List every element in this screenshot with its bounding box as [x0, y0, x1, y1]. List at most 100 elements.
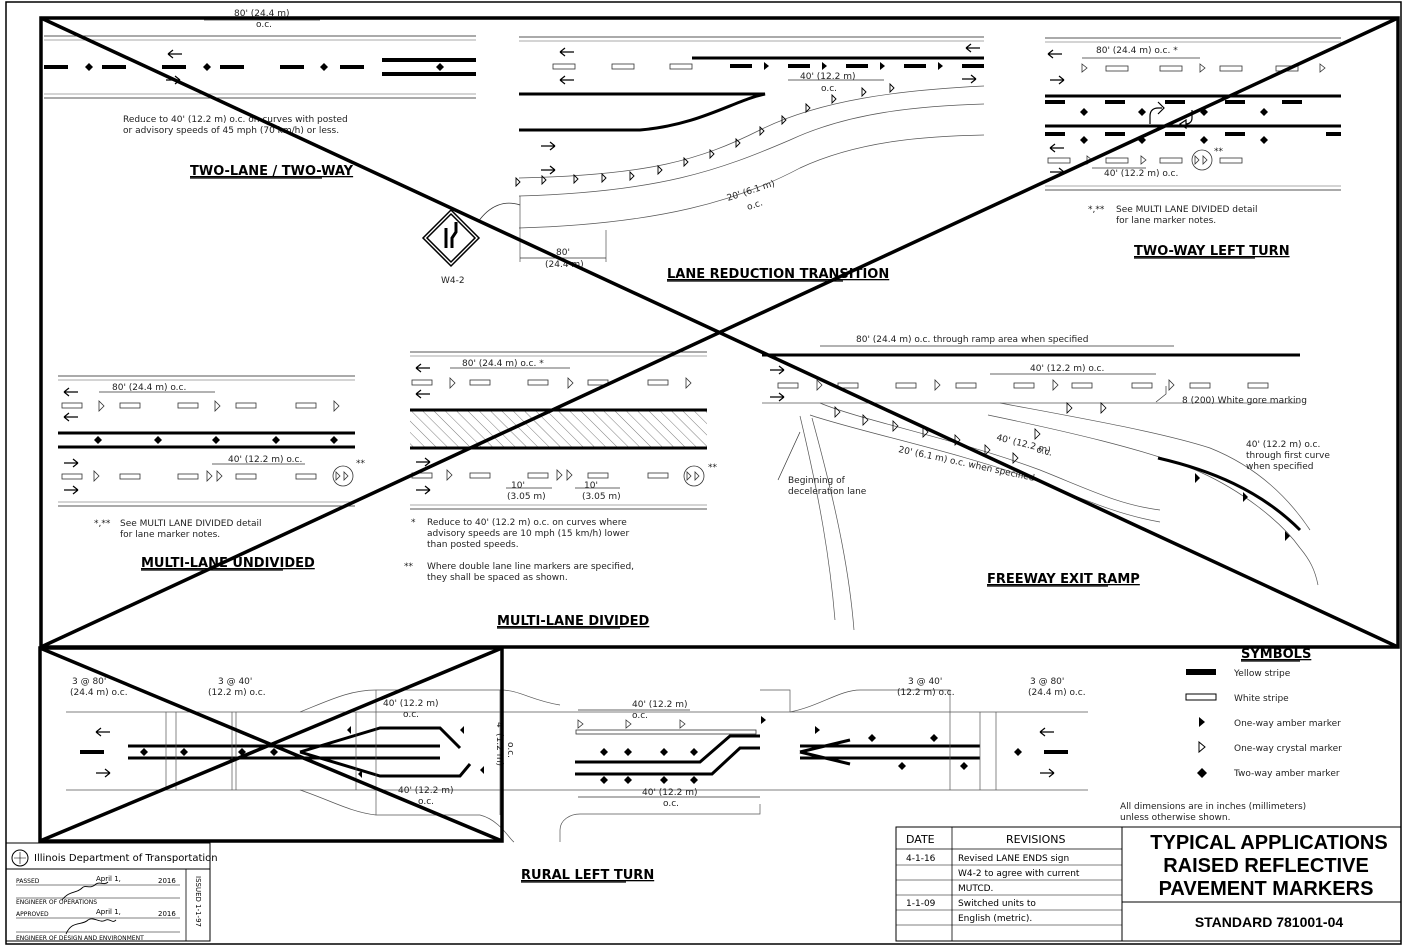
dim-label: (24.4 m) o.c. — [70, 688, 128, 698]
curve-note: 40' (12.2 m) o.c. — [1246, 440, 1320, 450]
dim-label: o.c. — [632, 711, 648, 721]
curve-note: when specified — [1246, 462, 1313, 472]
void-cross-bottom — [38, 646, 504, 843]
rev-date: 1-1-09 — [906, 899, 936, 909]
main-title-line: PAVEMENT MARKERS — [1159, 878, 1374, 900]
void-cross-top — [39, 16, 1400, 649]
eng-ops-label: ENGINEER OF OPERATIONS — [16, 899, 97, 906]
note-line: See MULTI LANE DIVIDED detail — [120, 519, 262, 529]
note-line: than posted speeds. — [427, 540, 519, 550]
curve-note: through first curve — [1246, 451, 1330, 461]
main-title-line: RAISED REFLECTIVE — [1163, 855, 1369, 877]
stars-label: ** — [1214, 147, 1224, 157]
dimensions-note: unless otherwise shown. — [1120, 813, 1230, 823]
dim-10m-label: (3.05 m) — [582, 492, 621, 502]
signature-icon — [61, 881, 109, 901]
dim-oc-label: o.c. — [821, 84, 837, 94]
one-way-amber-marker-icon — [1199, 717, 1205, 727]
approved-label: APPROVED — [16, 911, 49, 918]
passed-date: April 1, — [96, 875, 121, 883]
dim-label: 3 @ 80' — [72, 677, 106, 687]
section-title: TWO-WAY LEFT TURN — [1134, 244, 1290, 259]
passed-year: 2016 — [158, 877, 176, 885]
symbols-legend: SYMBOLS Yellow stripe White stripe One-w… — [1185, 647, 1342, 779]
dim-80-label: 80' — [556, 248, 570, 258]
note-line: they shall be spaced as shown. — [427, 573, 568, 583]
dim-80-label: 80' (24.4 m) o.c. * — [462, 359, 544, 369]
dim-label: o.c. — [418, 797, 434, 807]
lane-reduction-detail: 40' (12.2 m) o.c. 20' (6.1 m) o.c. 80' (… — [421, 36, 985, 286]
section-title: MULTI-LANE UNDIVIDED — [141, 556, 315, 571]
dim-20-label: 20' (6.1 m) — [726, 179, 776, 204]
dim-label: 40' (12.2 m) — [632, 700, 687, 710]
dim-oc-label: o.c. — [1035, 445, 1053, 459]
dim-label: 40' (12.2 m) — [398, 786, 453, 796]
dim-label: 4' (1.2 m) — [494, 722, 504, 766]
date-header: DATE — [906, 833, 935, 846]
rev-text: MUTCD. — [958, 884, 993, 894]
dim-80-label: 80' (24.4 m) o.c. * — [1096, 46, 1178, 56]
dim-20-label: 20' (6.1 m) o.c. when specified — [897, 445, 1035, 484]
one-way-crystal-marker-icon — [1198, 740, 1206, 754]
approved-date: April 1, — [96, 908, 121, 916]
idot-seal-icon — [11, 849, 29, 867]
dim-label: 3 @ 80' — [1030, 677, 1064, 687]
dim-40-label: 40' (12.2 m) — [800, 72, 855, 82]
two-lane-two-way-detail: 80' (24.4 m) o.c. Reduce to 40' (12.2 m)… — [44, 9, 476, 179]
agency-title-block: Illinois Department of Transportation PA… — [5, 842, 218, 942]
legend-item: White stripe — [1234, 694, 1289, 704]
dim-10-label: 10' — [511, 481, 525, 491]
dim-label: o.c. — [403, 710, 419, 720]
approved-year: 2016 — [158, 910, 176, 918]
decel-label: deceleration lane — [788, 487, 867, 497]
stars-label: ** — [708, 463, 718, 473]
section-title: RURAL LEFT TURN — [521, 868, 654, 883]
legend-title: SYMBOLS — [1241, 647, 1311, 662]
dim-40-label: 40' (12.2 m) o.c. — [1030, 364, 1104, 374]
issued-label: ISSUED 1-1-97 — [194, 876, 202, 927]
dim-oc-label: o.c. — [256, 20, 272, 30]
dim-80-label: 80' (24.4 m) — [234, 9, 289, 19]
dim-80m-label: (24.4 m) — [545, 260, 584, 270]
dim-label: o.c. — [663, 799, 679, 809]
multi-lane-divided-detail: 80' (24.4 m) o.c. * 10' (3.05 m) 10' (3.… — [404, 351, 718, 629]
dim-40-label: 40' (12.2 m) o.c. — [1104, 169, 1178, 179]
dim-label: (12.2 m) o.c. — [208, 688, 266, 698]
legend-item: Yellow stripe — [1233, 669, 1291, 679]
dimensions-note: All dimensions are in inches (millimeter… — [1120, 802, 1306, 812]
dim-40-label: 40' (12.2 m) o.c. — [228, 455, 302, 465]
rev-text: Revised LANE ENDS sign — [958, 854, 1069, 864]
note-mark: *,** — [1088, 205, 1105, 215]
standard-number: STANDARD 781001-04 — [1195, 914, 1344, 930]
yellow-stripe-icon — [1186, 669, 1216, 675]
dim-oc-label: o.c. — [746, 198, 764, 212]
revisions-header: REVISIONS — [1006, 833, 1065, 846]
sign-label: W4-2 — [441, 276, 465, 286]
sheet-border — [5, 1, 1402, 945]
dim-label: 40' (12.2 m) — [383, 699, 438, 709]
passed-label: PASSED — [16, 878, 40, 885]
dim-label: 3 @ 40' — [908, 677, 942, 687]
rev-text: Switched units to — [958, 899, 1036, 909]
note-mark: *,** — [94, 519, 111, 529]
note-line: or advisory speeds of 45 mph (70 km/h) o… — [123, 126, 339, 136]
decel-label: Beginning of — [788, 476, 846, 486]
note-line: See MULTI LANE DIVIDED detail — [1116, 205, 1258, 215]
legend-item: Two-way amber marker — [1233, 769, 1340, 779]
dim-label: 3 @ 40' — [218, 677, 252, 687]
note-mark: ** — [404, 562, 414, 572]
main-title-block: TYPICAL APPLICATIONS RAISED REFLECTIVE P… — [1121, 826, 1402, 942]
rural-left-turn-detail: 3 @ 80' (24.4 m) o.c. 3 @ 40' (12.2 m) o… — [66, 677, 1088, 883]
section-title: FREEWAY EXIT RAMP — [987, 572, 1140, 587]
note-line: advisory speeds are 10 mph (15 km/h) low… — [427, 529, 629, 539]
main-title-line: TYPICAL APPLICATIONS — [1150, 832, 1387, 854]
note-line: Reduce to 40' (12.2 m) o.c. on curves wh… — [427, 518, 627, 528]
dim-label: (24.4 m) o.c. — [1028, 688, 1086, 698]
note-mark: * — [411, 518, 416, 528]
section-title: MULTI-LANE DIVIDED — [497, 614, 650, 629]
multi-lane-undivided-detail: 80' (24.4 m) o.c. 40' (12.2 m) o.c. ** *… — [58, 375, 366, 571]
legend-item: One-way crystal marker — [1234, 744, 1342, 754]
note-line: for lane marker notes. — [1116, 216, 1216, 226]
dim-label: 40' (12.2 m) — [642, 788, 697, 798]
